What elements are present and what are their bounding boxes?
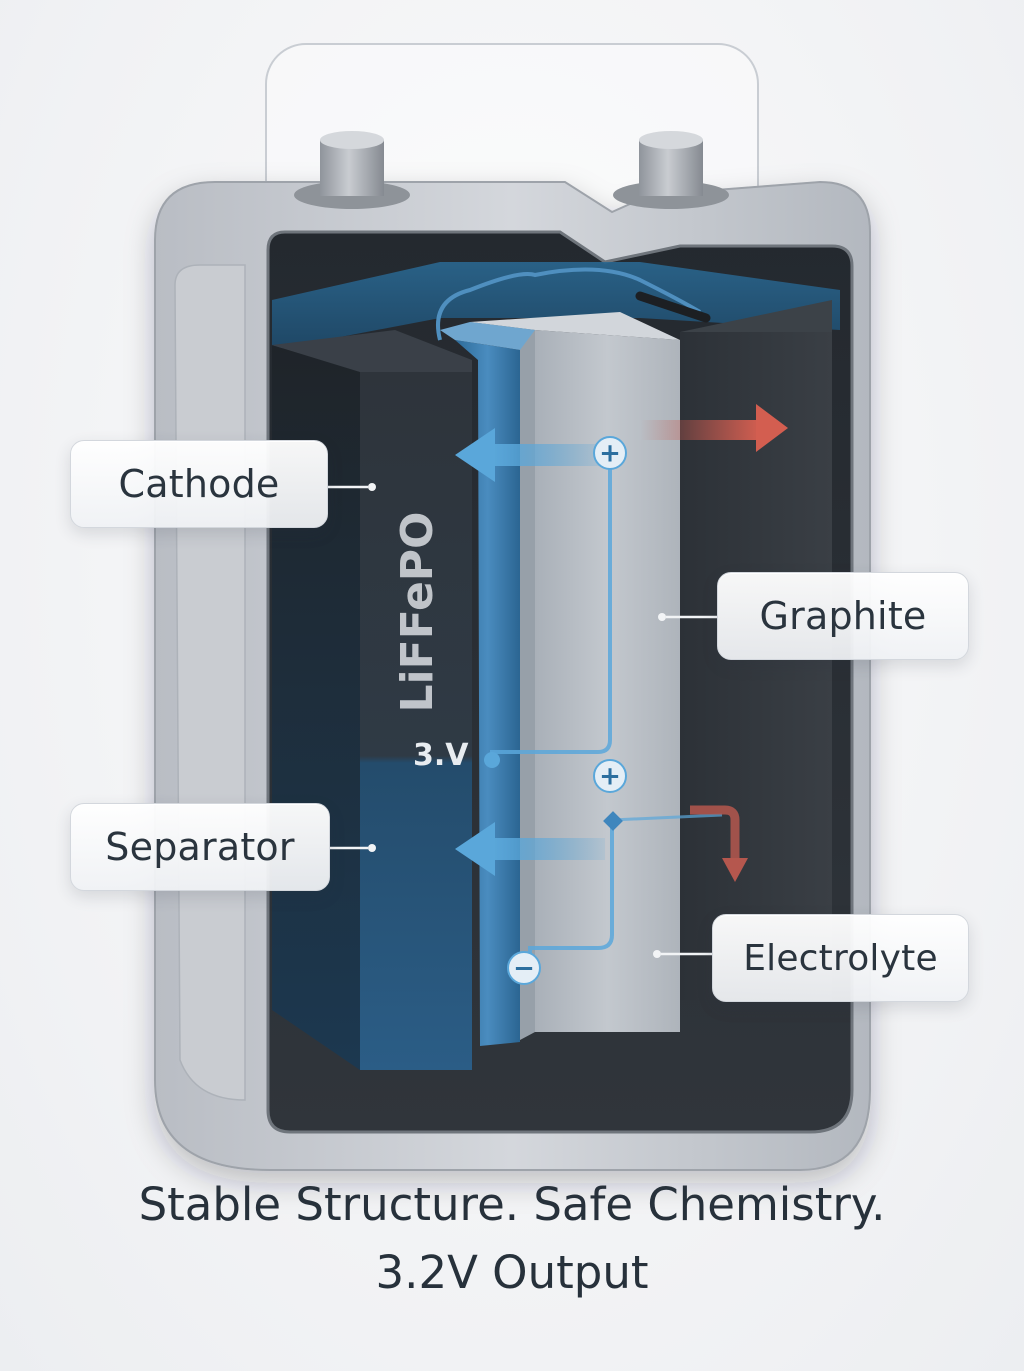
minus-symbol: − [507,951,541,985]
leader-line-graphite [658,613,717,621]
leader-line-separator [330,844,376,852]
voltage-mark: 3.V [413,738,469,773]
leader-line-electrolyte [653,950,712,958]
callout-graphite-label: Graphite [759,594,927,638]
wire-node [484,752,500,768]
callout-separator-label: Separator [105,825,295,869]
svg-text:+: + [599,439,621,469]
callout-graphite: Graphite [717,572,969,660]
heat-flow-arrow-lower [690,805,748,882]
callout-separator: Separator [70,803,330,891]
ion-flow-arrow-lower [455,822,605,876]
plus-symbol-middle: + [593,759,627,793]
cathode-block [360,372,472,1070]
ion-flow-arrow-upper [455,428,605,482]
caption-line-2: 3.2V Output [375,1246,649,1299]
callout-electrolyte-label: Electrolyte [743,937,938,979]
casing-left-wall [174,264,246,1101]
negative-terminal [613,131,729,209]
callout-cathode-label: Cathode [118,462,280,506]
heat-flow-arrow-upper [640,404,788,452]
svg-text:−: − [513,954,535,984]
top-wire-loop [436,267,702,341]
callout-electrolyte: Electrolyte [712,914,969,1002]
caption-line-1: Stable Structure. Safe Chemistry. [138,1178,886,1231]
leader-line-cathode [328,483,376,491]
svg-text:+: + [599,762,621,792]
internal-wire-upper [490,455,612,754]
plus-symbol-upper: + [593,436,627,470]
cathode-material-text: LiFFePO [392,512,443,713]
internal-wire-lower [528,820,614,970]
callout-cathode: Cathode [70,440,328,528]
positive-terminal [294,131,410,209]
top-current-collector [272,262,840,350]
separator-membrane [455,340,520,1046]
